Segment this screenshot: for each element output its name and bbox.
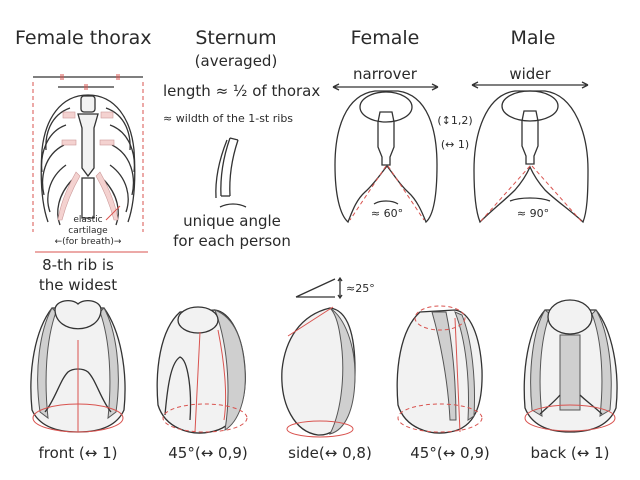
view-45-right [396,305,483,434]
view-label-front: front (↔ 1) [38,444,117,462]
tilt-angle-label: ≈25° [346,282,375,295]
view-front [30,299,126,433]
ribcage-label-breath: ←(for breath)→ [55,237,122,247]
view-45-left [156,306,248,434]
view-side [281,306,356,438]
female-angle-label: ≈ 60° [371,207,403,220]
ratio-height: (↕1,2) [437,114,472,127]
sternum-drawing [215,137,247,208]
ribcage-label-elastic: elastic [73,215,102,225]
sternum-angle-note-line2: for each person [173,232,291,250]
width-arrows [332,81,589,91]
view-label-side: side(↔ 0,8) [288,444,372,462]
male-title: Male [510,27,555,49]
view-label-45-left: 45°(↔ 0,9) [168,444,247,462]
rib-caption-line1: 8-th rib is [42,256,114,274]
sternum-width-note: ≈ wildth of the 1-st ribs [163,112,293,125]
female-thorax-outline [334,90,438,224]
female-thorax-title: Female thorax [15,27,152,49]
view-label-back: back (↔ 1) [531,444,610,462]
rib-caption-line2: the widest [39,276,117,294]
tilt-angle-indicator [295,276,343,300]
male-width-label: wider [509,65,551,83]
female-width-label: narrover [353,65,418,83]
ratio-width: (↔ 1) [441,138,469,151]
male-thorax-outline [473,90,589,224]
ribcage-label-cartilage: cartilage [68,226,108,236]
male-angle-label: ≈ 90° [517,207,549,220]
sternum-title: Sternum [195,27,276,49]
sternum-subtitle: (averaged) [195,52,278,70]
sternum-length-note: length ≈ ½ of thorax [163,82,320,100]
sternum-angle-note-line1: unique angle [183,212,281,230]
ribcage-drawing [32,74,144,232]
female-title: Female [351,27,420,49]
view-label-45-right: 45°(↔ 0,9) [410,444,489,462]
view-back [523,299,618,433]
